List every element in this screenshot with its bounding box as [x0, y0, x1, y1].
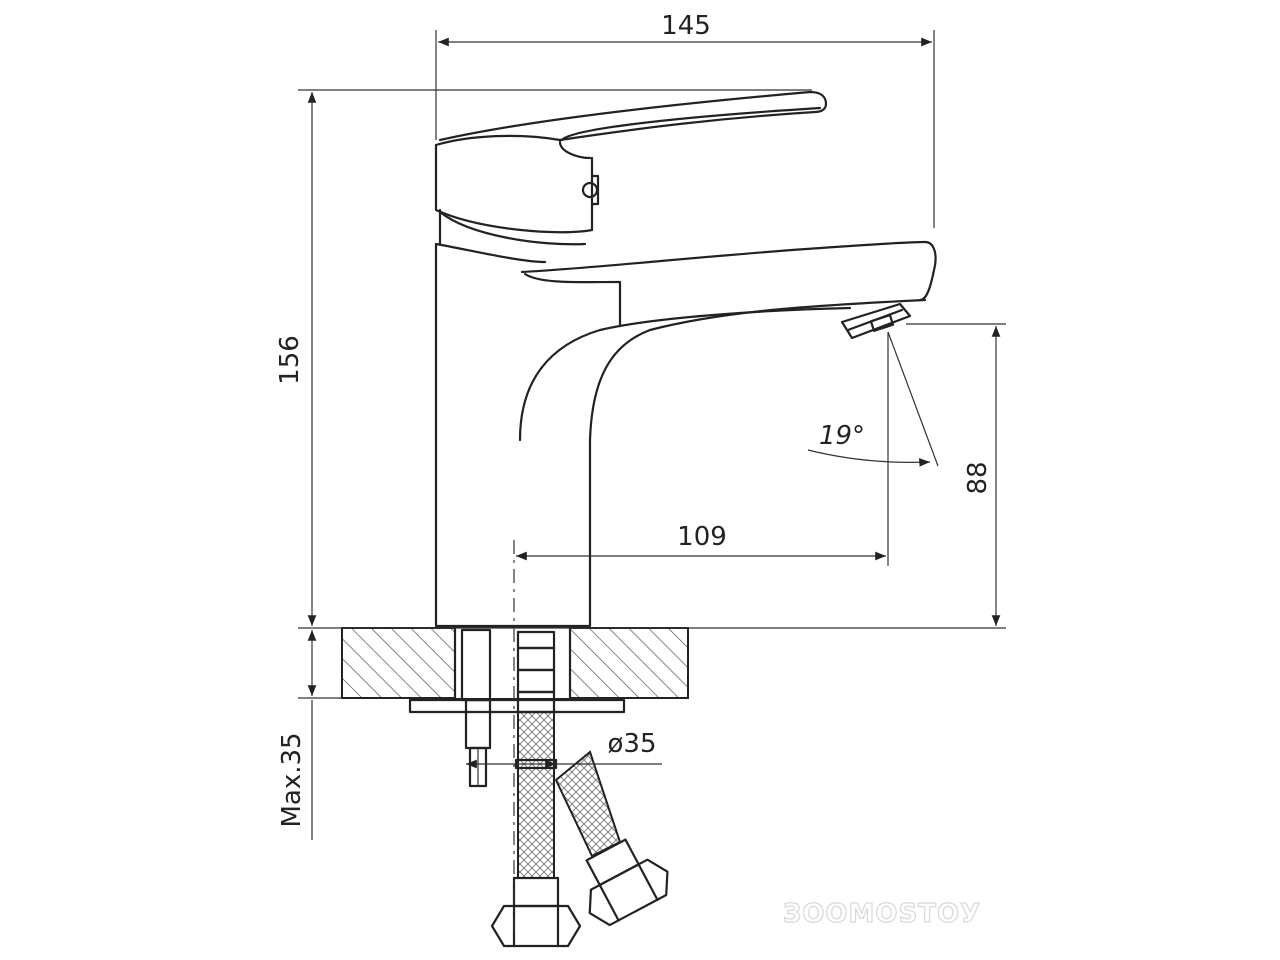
lever-handle: [438, 90, 828, 206]
dim-max-thickness-label: Max.35: [277, 732, 307, 827]
dim-diameter-label: ø35: [608, 729, 657, 759]
dim-156-label: 156: [275, 335, 305, 385]
countertop-section: [341, 626, 689, 700]
faucet-body: [434, 134, 927, 628]
dim-88-label: 88: [963, 461, 993, 494]
spout: [518, 240, 937, 442]
watermark: ЗООМОSТОУ: [783, 899, 981, 929]
dimension-lines: [298, 30, 1006, 940]
dim-109-label: 109: [677, 522, 727, 552]
dim-145-label: 145: [661, 11, 711, 41]
dim-angle-label: 19°: [819, 421, 865, 451]
supply-hose-angled: [554, 750, 669, 927]
